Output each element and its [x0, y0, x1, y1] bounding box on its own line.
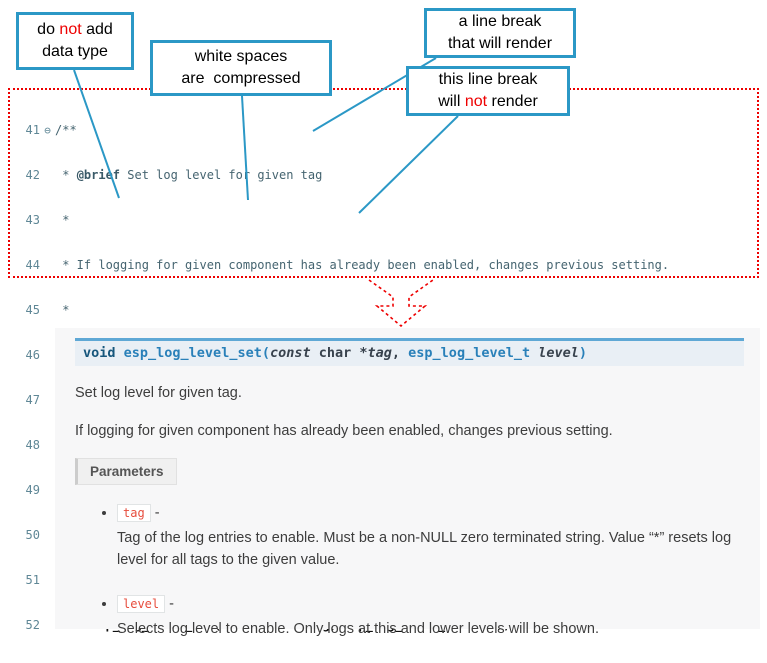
function-signature[interactable]: void esp_log_level_set(const char *tag, … — [75, 338, 744, 366]
gutter-spacer — [40, 213, 55, 228]
gutter-spacer — [40, 168, 55, 183]
gutter-spacer — [40, 348, 55, 363]
rendered-docs-panel: void esp_log_level_set(const char *tag, … — [55, 328, 760, 637]
line-number: 42 — [25, 168, 40, 182]
callout-line: data type — [42, 41, 108, 63]
code-line: 43 * — [10, 213, 757, 228]
code-segment: Set log level for given tag — [120, 168, 323, 182]
param-description: Tag of the log entries to enable. Must b… — [117, 530, 732, 568]
doxygen-tag: @brief — [76, 168, 121, 182]
line-number: 46 — [25, 348, 40, 362]
docs-description: If logging for given component has alrea… — [75, 423, 613, 440]
gutter-spacer — [40, 303, 55, 318]
line-number: 52 — [25, 618, 40, 632]
callout-text: white spaces — [194, 48, 288, 66]
gutter-spacer — [40, 258, 55, 273]
line-number: 44 — [25, 258, 40, 272]
sig-space — [530, 345, 538, 361]
line-number: 49 — [25, 483, 40, 497]
code-editor-excerpt: 41 ⊖ /** 42 * @brief Set log level for g… — [8, 88, 759, 632]
callout-line: this line break — [439, 69, 538, 91]
callout-line: will not render — [438, 91, 538, 113]
code-segment: * — [55, 168, 77, 182]
sig-space — [116, 345, 124, 361]
sig-type: esp_log_level_t — [408, 345, 531, 361]
code-line: 42 * @brief Set log level for given tag — [10, 168, 757, 183]
callout-text-red: not — [59, 21, 82, 39]
callout-text: data type — [42, 43, 108, 60]
code-line: 41 ⊖ /** — [10, 123, 757, 138]
callout-text: render — [487, 93, 538, 110]
callout-line-break-renders: a line break that will render — [424, 8, 576, 58]
gutter-spacer — [40, 528, 55, 543]
line-number: 51 — [25, 573, 40, 587]
param-dash: - — [169, 595, 174, 612]
line-number: 41 — [25, 123, 40, 137]
line-number: 47 — [25, 393, 40, 407]
gutter-spacer — [40, 483, 55, 498]
callout-text: are compressed — [181, 70, 301, 87]
sig-arg-tag: tag — [367, 345, 392, 361]
callout-do-not-add-datatype: do not add data type — [16, 12, 134, 70]
callout-line: a line break — [459, 11, 542, 33]
param-description: Selects log level to enable. Only logs a… — [117, 620, 599, 637]
line-number: 45 — [25, 303, 40, 317]
gutter-spacer — [40, 618, 55, 633]
callout-line-break-not-render: this line break will not render — [406, 66, 570, 116]
gutter-spacer — [40, 573, 55, 588]
code-segment: * — [55, 213, 70, 227]
line-number: 48 — [25, 438, 40, 452]
sig-char-pointer: char * — [310, 345, 368, 361]
line-number: 43 — [25, 213, 40, 227]
callout-line: are compressed — [181, 68, 300, 90]
param-dash: - — [154, 505, 160, 522]
sig-comma: , — [391, 345, 409, 361]
sig-close-paren: ) — [578, 345, 588, 361]
gutter-spacer — [40, 393, 55, 408]
param-item-level: level- Selects log level to enable. Only… — [117, 594, 744, 641]
gutter-spacer — [40, 438, 55, 453]
sig-function-name: esp_log_level_set( — [123, 345, 270, 361]
callout-line: white spaces — [195, 46, 288, 68]
param-name-code: tag — [117, 504, 151, 523]
sig-arg-level: level — [538, 345, 579, 361]
param-item-tag: tag- Tag of the log entries to enable. M… — [117, 504, 744, 572]
callout-text: this line break — [438, 71, 538, 89]
fold-marker-icon[interactable]: ⊖ — [44, 124, 51, 137]
callout-text: a line break — [458, 13, 542, 31]
code-line: 45 * — [10, 303, 757, 318]
sig-keyword: void — [83, 345, 116, 361]
parameter-list: tag- Tag of the log entries to enable. M… — [117, 504, 744, 641]
figure: do not add data type white spaces are co… — [0, 0, 767, 637]
callout-text: do — [37, 21, 60, 39]
callout-text: add — [81, 21, 113, 39]
code-line: 44 * If logging for given component has … — [10, 258, 757, 273]
callout-text-red: not — [464, 93, 488, 110]
code-segment: * — [55, 303, 70, 317]
code-segment: * If logging for given component has alr… — [55, 258, 670, 272]
code-segment: /** — [55, 123, 77, 137]
parameters-heading: Parameters — [75, 458, 177, 486]
callout-line: that will render — [448, 33, 552, 55]
param-name-code: level — [117, 594, 166, 613]
callout-text: that will render — [447, 35, 553, 52]
docs-brief: Set log level for given tag. — [75, 385, 242, 401]
callout-line: do not add — [37, 19, 113, 41]
callout-whitespace-compressed: white spaces are compressed — [150, 40, 332, 96]
callout-text: will — [438, 93, 465, 110]
line-number: 50 — [25, 528, 40, 542]
sig-const-keyword: const — [269, 345, 311, 361]
